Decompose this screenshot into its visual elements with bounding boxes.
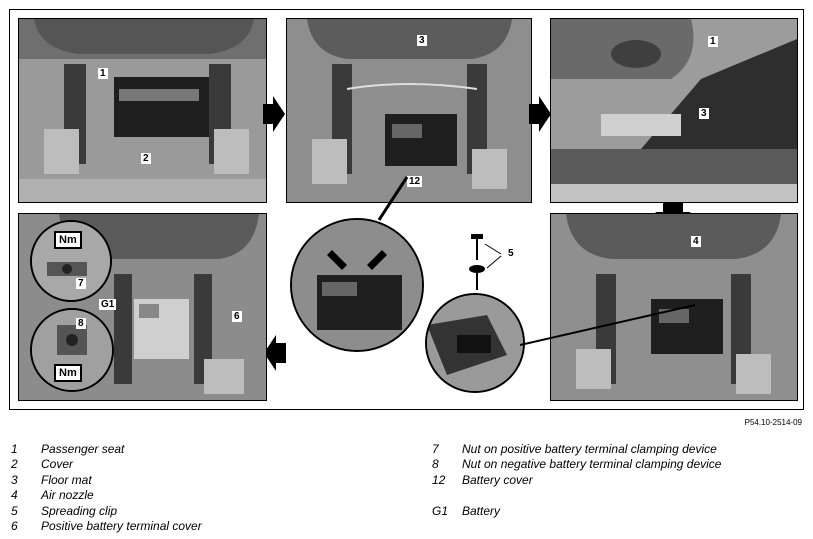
figure-id: P54.10-2514-09	[744, 418, 802, 427]
leader-line	[377, 176, 409, 221]
photo-panel-battery-cover	[286, 18, 532, 203]
callout-6-positive-cover: 6	[232, 311, 242, 322]
callout-2-cover: 2	[141, 153, 151, 164]
callout-g1-battery: G1	[99, 299, 117, 310]
seat-cover-illustration	[19, 19, 266, 202]
positive-terminal-detail	[32, 222, 110, 300]
callout-4-air-nozzle: 4	[691, 236, 701, 247]
callout-3-floor-mat: 3	[699, 108, 709, 119]
air-nozzle-detail	[427, 295, 523, 391]
battery-cover-detail	[292, 220, 422, 350]
legend-item	[432, 488, 721, 504]
battery-cover-illustration	[287, 19, 531, 202]
detail-zoom-battery-cover	[290, 218, 424, 352]
seat-side-illustration	[551, 19, 797, 202]
torque-badge-nm: Nm	[54, 231, 82, 249]
diagram-frame: 1 2 3 12 1	[9, 9, 804, 410]
spreading-clip-icon	[469, 234, 502, 290]
callout-12-battery-cover: 12	[407, 176, 423, 187]
arrow-left-icon	[264, 335, 286, 371]
callout-8-negative-nut: 8	[76, 318, 86, 329]
air-nozzle-illustration	[551, 214, 797, 400]
callout-1-passenger-seat: 1	[708, 36, 718, 47]
photo-panel-seat-cover	[18, 18, 267, 203]
photo-panel-air-nozzle	[550, 213, 798, 401]
callout-3-floor-mat: 3	[417, 35, 427, 46]
callout-1-passenger-seat: 1	[98, 68, 108, 79]
arrow-right-icon	[263, 96, 285, 132]
callout-7-positive-nut: 7	[76, 278, 86, 289]
detail-zoom-air-nozzle	[425, 293, 525, 393]
callout-5-spreading-clip: 5	[506, 248, 516, 259]
arrow-right-icon	[529, 96, 551, 132]
leader-line	[520, 304, 696, 346]
photo-panel-seat-side	[550, 18, 798, 203]
torque-badge-nm: Nm	[54, 364, 82, 382]
